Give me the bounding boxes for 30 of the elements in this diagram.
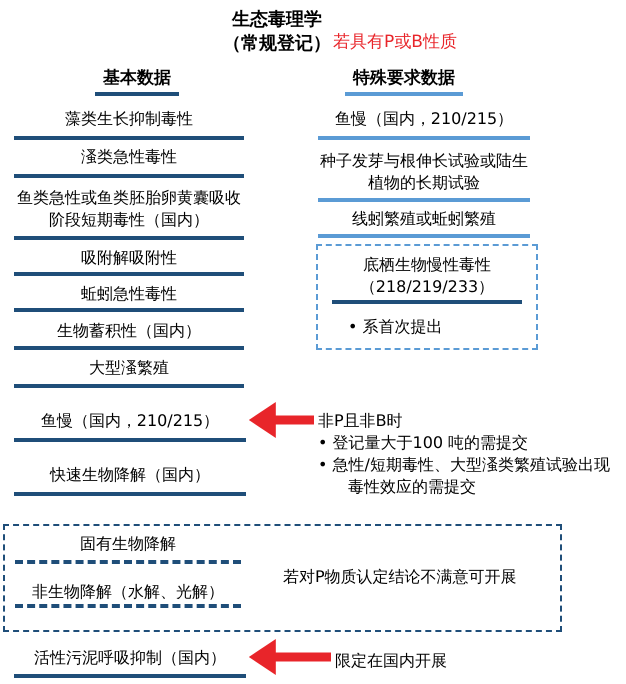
- test-item: 鱼慢（国内，210/215）: [14, 406, 246, 442]
- note-text: 非P且非B时: [318, 410, 404, 432]
- test-item: 固有生物降解: [15, 530, 241, 564]
- title: 生态毒理学（常规登记）: [222, 8, 332, 56]
- column-heading: 特殊要求数据: [345, 66, 463, 96]
- test-item: 生物蓄积性（国内）: [14, 318, 244, 350]
- test-item: 鱼类急性或鱼类胚胎卵黄囊吸收阶段短期毒性（国内）: [14, 184, 244, 240]
- test-item: 线蚓繁殖或蚯蚓繁殖: [318, 206, 530, 238]
- arrow: [248, 639, 331, 675]
- test-item: 底栖生物慢性毒性（218/219/233）: [332, 254, 522, 304]
- test-item: 种子发芽与根伸长试验或陆生植物的长期试验: [318, 148, 530, 202]
- test-item: 大型溞繁殖: [14, 354, 244, 388]
- dashed-group: [316, 244, 538, 350]
- test-item: 溞类急性毒性: [14, 142, 244, 178]
- column-heading: 基本数据: [95, 66, 179, 96]
- test-item: 活性污泥呼吸抑制（国内）: [14, 644, 246, 678]
- note-text: 若对P物质认定结论不满意可开展: [283, 566, 517, 588]
- note-text: 限定在国内开展: [335, 650, 448, 672]
- test-item: 鱼慢（国内，210/215）: [318, 104, 530, 140]
- test-item: 非生物降解（水解、光解）: [15, 582, 241, 608]
- bullet-note: • 系首次提出: [348, 316, 443, 338]
- dashed-group: [3, 524, 562, 632]
- test-item: 蚯蚓急性毒性: [14, 282, 244, 312]
- bullet-note: • 急性/短期毒性、大型溞类繁殖试验出现毒性效应的需提交: [318, 454, 611, 498]
- test-item: 藻类生长抑制毒性: [14, 104, 244, 140]
- bullet-note: • 登记量大于100 吨的需提交: [318, 432, 530, 454]
- test-item: 快速生物降解（国内）: [14, 460, 246, 496]
- arrow: [248, 402, 314, 438]
- note-text: 若具有P或B性质: [333, 31, 457, 53]
- test-item: 吸附解吸附性: [14, 246, 244, 276]
